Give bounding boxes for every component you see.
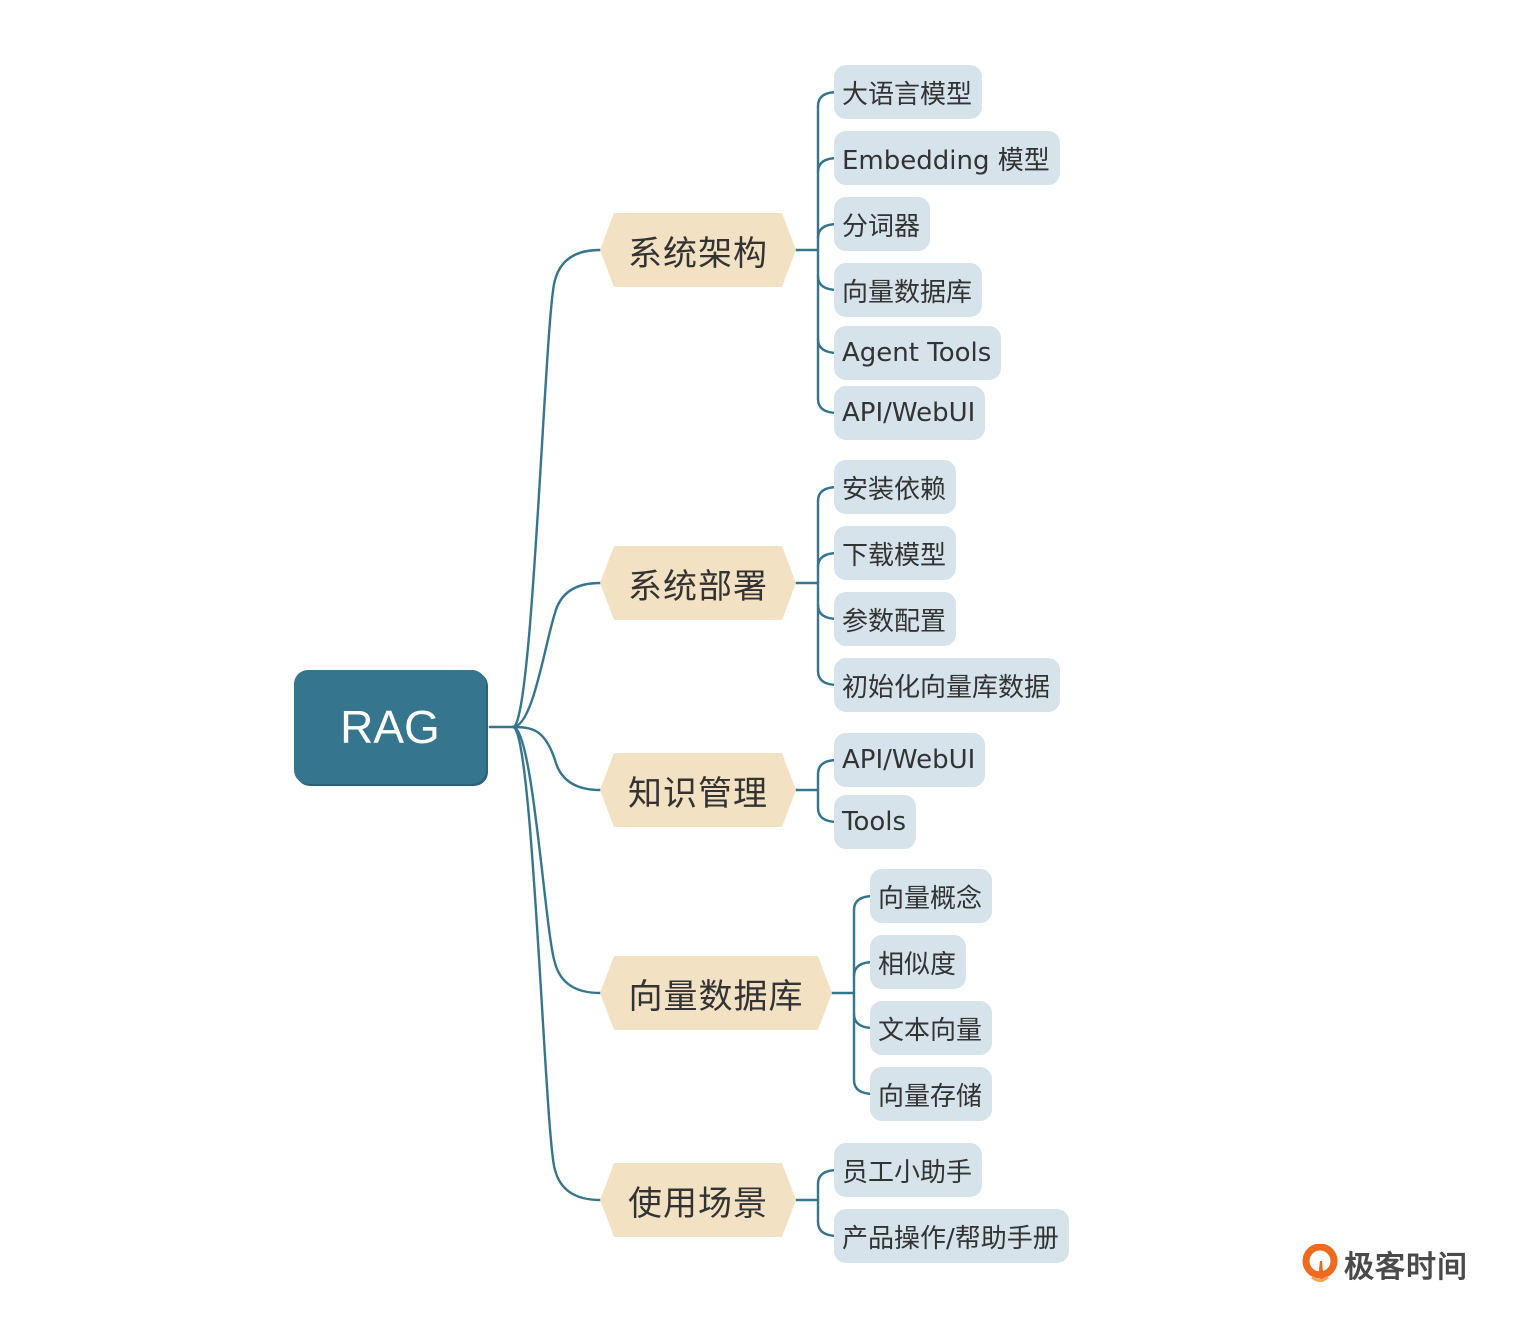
watermark-text: 极客时间 — [1344, 1250, 1468, 1285]
branch-label: 系统部署 — [628, 566, 768, 607]
connector-line — [511, 248, 602, 729]
leaf-node: Embedding 模型 — [834, 131, 1060, 185]
branch-label: 向量数据库 — [628, 976, 804, 1017]
leaf-label: 大语言模型 — [842, 79, 973, 110]
leaf-node: 相似度 — [870, 935, 967, 989]
leaf-label: 初始化向量库数据 — [842, 672, 1051, 703]
leaf-label: API/WebUI — [842, 398, 976, 428]
branch-node: 向量数据库 — [600, 956, 832, 1030]
leaf-node: 产品操作/帮助手册 — [834, 1209, 1069, 1263]
leaf-label: Tools — [842, 807, 907, 837]
leaf-label: 下载模型 — [842, 540, 947, 571]
connector-line — [511, 725, 602, 995]
leaf-label: 相似度 — [878, 949, 957, 980]
leaf-node: 初始化向量库数据 — [834, 658, 1061, 712]
leaf-node: 分词器 — [834, 197, 931, 251]
leaf-label: 安装依赖 — [842, 474, 947, 505]
root-node: RAG — [294, 670, 486, 784]
branch-node: 系统部署 — [600, 546, 796, 620]
leaf-label: 文本向量 — [878, 1015, 983, 1046]
leaf-node: 安装依赖 — [834, 460, 957, 514]
leaf-label: Agent Tools — [842, 338, 992, 368]
watermark-logo: 极客时间 — [1302, 1242, 1468, 1286]
leaf-node: 员工小助手 — [834, 1143, 983, 1197]
leaf-label: 产品操作/帮助手册 — [842, 1223, 1059, 1254]
branch-node: 系统架构 — [600, 213, 796, 287]
branch-label: 使用场景 — [628, 1183, 768, 1224]
connector-line — [511, 581, 602, 729]
leaf-node: 下载模型 — [834, 526, 957, 580]
leaf-node: 向量数据库 — [834, 263, 983, 317]
leaf-node: 大语言模型 — [834, 65, 983, 119]
leaf-node: 向量概念 — [870, 869, 993, 923]
leaf-label: Embedding 模型 — [842, 145, 1050, 176]
branch-node: 使用场景 — [600, 1163, 796, 1237]
leaf-node: 文本向量 — [870, 1001, 993, 1055]
leaf-label: 向量概念 — [878, 883, 983, 914]
connector-line — [511, 725, 602, 792]
leaf-label: 分词器 — [842, 211, 921, 242]
leaf-node: Agent Tools — [834, 326, 1002, 380]
leaf-label: 向量存储 — [878, 1081, 983, 1112]
leaf-node: API/WebUI — [834, 733, 986, 787]
branch-label: 系统架构 — [628, 233, 768, 274]
geektime-logo-icon — [1302, 1244, 1338, 1282]
leaf-node: Tools — [834, 795, 917, 849]
leaf-label: API/WebUI — [842, 745, 976, 775]
branch-label: 知识管理 — [628, 773, 768, 814]
leaf-node: API/WebUI — [834, 386, 986, 440]
branch-node: 知识管理 — [600, 753, 796, 827]
leaf-label: 向量数据库 — [842, 277, 973, 308]
leaf-node: 参数配置 — [834, 592, 957, 646]
leaf-label: 参数配置 — [842, 606, 947, 637]
connector-line — [511, 725, 602, 1202]
leaf-label: 员工小助手 — [842, 1157, 973, 1188]
leaf-node: 向量存储 — [870, 1067, 993, 1121]
